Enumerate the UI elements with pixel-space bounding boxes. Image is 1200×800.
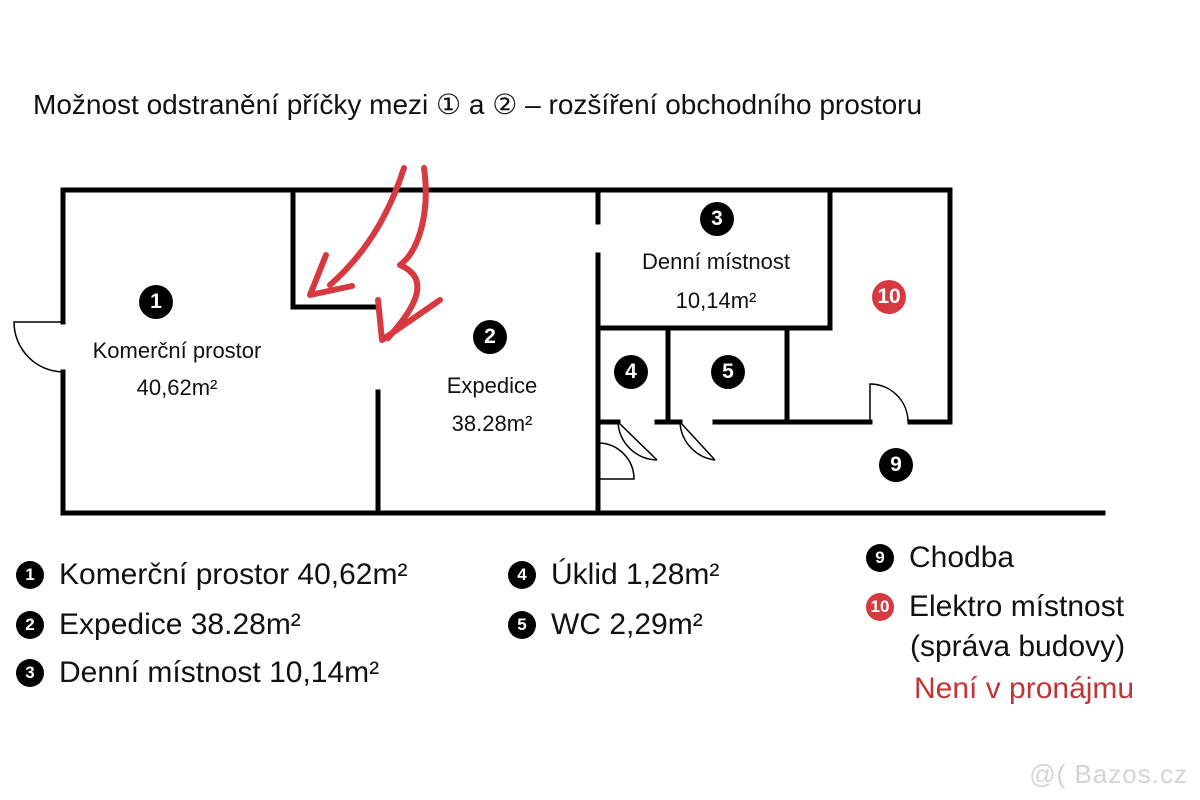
legend-text-2: Expedice 38.28m² [59,608,301,641]
legend-badge-1: 1 [16,561,44,589]
legend-item-9: 9 Chodba [866,541,1014,575]
legend-badge-9: 9 [866,544,894,572]
legend-badge-5: 5 [508,611,536,639]
room-1-area: 40,62m² [136,375,218,400]
watermark: @( Bazos.cz [1029,759,1188,789]
legend-text-5: WC 2,29m² [551,608,703,641]
plan-title: Možnost odstranění příčky mezi ① a ② – r… [33,89,923,120]
door-entry-swing [13,321,64,373]
room-2-name: Expedice [446,373,538,398]
legend-item-5: 5 WC 2,29m² [508,608,703,642]
red-arrow-right [385,165,429,341]
room-1-badge: 1 [139,285,173,319]
room-1-name: Komerční prostor [92,338,262,363]
legend-item-4: 4 Úklid 1,28m² [508,558,719,592]
legend-badge-4: 4 [508,561,536,589]
legend-item-10: 10 Elektro místnost [866,590,1124,624]
room-10-badge: 10 [872,280,906,314]
legend-text-4: Úklid 1,28m² [551,558,720,591]
legend-item-3: 3 Denní místnost 10,14m² [16,656,379,690]
room-2-area: 38.28m² [451,411,533,436]
legend-item-2: 2 Expedice 38.28m² [16,608,301,642]
legend-badge-2: 2 [16,611,44,639]
legend-text-3: Denní místnost 10,14m² [59,656,380,689]
room-3-area: 10,14m² [675,288,757,313]
door-room10-swing [869,383,909,423]
legend-text-9: Chodba [909,541,1015,574]
room-2-badge: 2 [473,320,507,354]
legend-note-not-rented: Není v pronájmu [914,672,1135,705]
legend-badge-10: 10 [866,593,894,621]
legend-text-1: Komerční prostor 40,62m² [59,558,408,591]
room-9-badge: 9 [879,448,913,482]
room-3-badge: 3 [700,202,734,236]
red-arrow-left-head [307,252,355,298]
legend-text-10: Elektro místnost [909,590,1125,623]
room-5-badge: 5 [711,355,745,389]
legend-text-10-extra: (správa budovy) [910,630,1126,663]
room-4-badge: 4 [614,355,648,389]
red-arrow-left [327,165,407,288]
door-room5-swing [679,421,716,461]
legend-item-1: 1 Komerční prostor 40,62m² [16,558,407,592]
door-corridor-swing [597,442,635,480]
red-arrow-right-head [375,297,443,343]
legend-badge-3: 3 [16,659,44,687]
door-room4-swing [617,421,658,461]
room-3-name: Denní místnost [642,249,790,274]
